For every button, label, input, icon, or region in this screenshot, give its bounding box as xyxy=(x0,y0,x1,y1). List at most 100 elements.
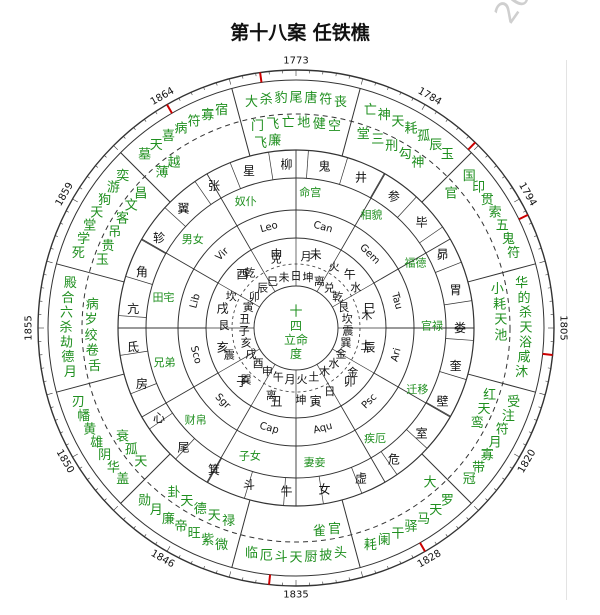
mansion-divider xyxy=(175,438,195,460)
outer-star-char: 注 xyxy=(502,409,515,424)
palace-name: 财帛 xyxy=(185,412,207,426)
outer-star-char: 帝 xyxy=(174,519,187,535)
outer-star-char: 符 xyxy=(319,91,332,107)
degree-tick xyxy=(228,78,232,85)
mansion-char: 室 xyxy=(416,425,428,440)
outer-star-char: 天 xyxy=(289,551,302,566)
degree-tick xyxy=(87,477,90,480)
outer-star-char: 昌 xyxy=(134,186,147,201)
outer-star-char: 华 xyxy=(107,460,120,475)
inner-char: 午 xyxy=(273,370,284,383)
mansion-divider xyxy=(370,173,385,198)
inner-char: 子 xyxy=(239,325,250,338)
outer-star-char: 劫 xyxy=(60,335,73,350)
degree-tick xyxy=(502,176,505,179)
mansion-char: 角 xyxy=(136,265,148,279)
degree-tick xyxy=(50,406,54,409)
outer-star-char: 寡 xyxy=(201,107,214,123)
zodiac-label: Vir xyxy=(214,245,232,263)
outer-star-char: 丧 xyxy=(334,95,347,110)
branch-char: 戌 xyxy=(217,301,229,315)
outer-star-char: 卦 xyxy=(168,485,181,500)
degree-tick xyxy=(144,119,147,122)
house-divider xyxy=(120,453,171,504)
degree-tick xyxy=(514,453,520,458)
core-divider xyxy=(332,348,375,374)
degree-tick xyxy=(50,247,54,250)
degree-tick xyxy=(95,488,99,491)
degree-tick xyxy=(509,466,513,469)
planet-char: 月 xyxy=(301,250,312,263)
mansion-divider xyxy=(306,150,309,179)
degree-tick xyxy=(133,525,136,529)
planet-char: 日 xyxy=(324,385,335,398)
degree-tick xyxy=(399,92,402,96)
degree-tick xyxy=(466,517,469,520)
mansion-char: 亢 xyxy=(127,301,139,316)
mansion-divider xyxy=(207,458,222,483)
center-char-1: 十 xyxy=(289,305,302,320)
outer-star-char: 官 xyxy=(328,521,341,537)
mansion-char: 翼 xyxy=(177,202,189,216)
degree-tick xyxy=(178,97,181,101)
outer-star-char: 月 xyxy=(150,503,163,518)
outer-star-char: 微 xyxy=(215,538,228,553)
degree-tick xyxy=(374,570,377,574)
degree-tick xyxy=(545,380,549,382)
outer-star-char: 贯 xyxy=(481,193,494,208)
degree-tick xyxy=(215,82,218,86)
mansion-char: 女 xyxy=(318,482,330,497)
house-divider xyxy=(467,263,536,283)
outer-star-char: 天 xyxy=(134,455,147,470)
mansion-char: 房 xyxy=(136,376,148,391)
degree-tick xyxy=(95,165,99,168)
mansion-divider xyxy=(194,181,212,205)
inner-char: 巳 xyxy=(267,275,278,288)
outer-star-char: 勾 xyxy=(399,147,412,162)
outer-star-char: 文 xyxy=(125,199,138,214)
inner-char: 申 xyxy=(262,365,273,378)
branch-char: 子 xyxy=(236,375,248,389)
outer-star-char: 耗 xyxy=(493,297,506,312)
zodiac-label: Leo xyxy=(259,220,279,235)
outer-star-char: 客 xyxy=(116,210,129,226)
outer-star-char: 杀 xyxy=(59,321,72,336)
outer-star-char: 门 xyxy=(251,119,264,134)
outer-star-char: 寡 xyxy=(481,447,494,463)
outer-star-char: 索 xyxy=(489,206,502,221)
outer-star-char: 雄 xyxy=(90,436,103,451)
planet-char: 离 xyxy=(266,388,277,402)
palace-name: 命宫 xyxy=(299,185,321,199)
degree-tick xyxy=(485,155,488,158)
degree-tick xyxy=(493,165,497,168)
outer-star-char: 符 xyxy=(188,113,201,129)
year-label: 1835 xyxy=(283,590,308,601)
house-divider xyxy=(56,263,125,283)
degree-tick xyxy=(528,431,532,434)
mansion-divider xyxy=(339,157,348,185)
degree-tick xyxy=(155,111,158,115)
outer-star-char: 地 xyxy=(297,116,310,131)
inner-char: 辰 xyxy=(257,282,268,295)
zodiac-label: Sco xyxy=(188,345,203,365)
house-divider xyxy=(341,88,361,157)
mansion-char: 星 xyxy=(243,164,255,178)
degree-tick xyxy=(456,525,459,529)
degree-tick xyxy=(348,577,350,581)
outer-star-char: 堂 xyxy=(357,127,370,142)
outer-star-char: 冠 xyxy=(463,472,476,487)
mansion-divider xyxy=(318,476,324,504)
degree-tick xyxy=(65,210,69,213)
center-char-2: 四 xyxy=(290,319,302,333)
outer-star-char: 绞 xyxy=(85,327,98,343)
palace-name: 兄弟 xyxy=(153,356,175,369)
degree-tick xyxy=(473,505,479,511)
outer-star-char: 衰 xyxy=(116,429,129,445)
outer-star-char: 神 xyxy=(411,156,424,171)
mansion-char: 氐 xyxy=(127,340,139,354)
mansion-divider xyxy=(125,276,153,285)
degree-tick xyxy=(60,222,64,225)
outer-star-char: 天 xyxy=(477,402,490,417)
outer-star-char: 天 xyxy=(180,494,193,509)
outer-star-char: 池 xyxy=(494,328,507,343)
